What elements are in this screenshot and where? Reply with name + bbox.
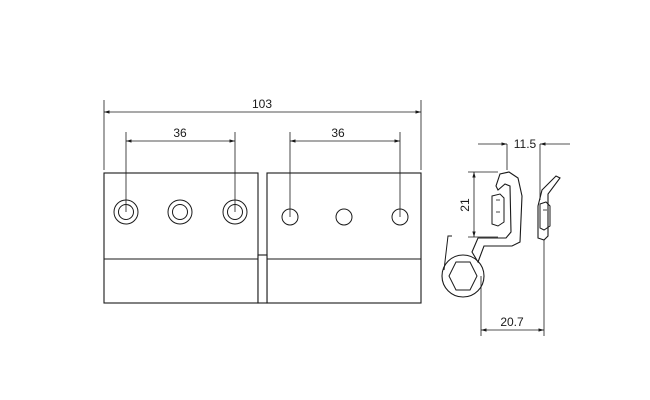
left-hinge-leaf xyxy=(103,172,259,304)
front-view: 103 36 36 xyxy=(103,97,422,304)
dimension-left-hole-spacing: 36 xyxy=(125,126,236,212)
mounting-hole xyxy=(335,208,353,226)
leaf-profile-right xyxy=(537,175,561,241)
clip-detail-right xyxy=(539,201,551,231)
dimension-label-profile-width: 20.7 xyxy=(500,315,524,329)
dimension-label-left-spacing: 36 xyxy=(173,126,187,140)
dimension-height: 21 xyxy=(458,171,498,238)
dimension-label-top-offset: 11.5 xyxy=(514,137,537,151)
dimension-top-offset: 11.5 xyxy=(478,137,570,200)
right-hinge-leaf xyxy=(266,172,422,304)
dimension-label-overall-width: 103 xyxy=(252,97,272,111)
leaf-profile-left xyxy=(471,171,523,264)
dimension-label-right-spacing: 36 xyxy=(331,126,345,140)
dimension-overall-width: 103 xyxy=(103,97,422,170)
dimension-right-hole-spacing: 36 xyxy=(289,126,401,217)
hinge-barrel xyxy=(441,254,485,298)
barrel-tail xyxy=(443,235,452,271)
countersunk-hole xyxy=(167,199,193,225)
dimension-label-height: 21 xyxy=(458,198,472,212)
hinge-pin-strip xyxy=(257,254,268,304)
dimension-profile-width: 20.7 xyxy=(480,240,545,336)
side-profile-view: 11.5 21 20.7 xyxy=(441,137,570,336)
clip-detail-left xyxy=(491,193,505,227)
